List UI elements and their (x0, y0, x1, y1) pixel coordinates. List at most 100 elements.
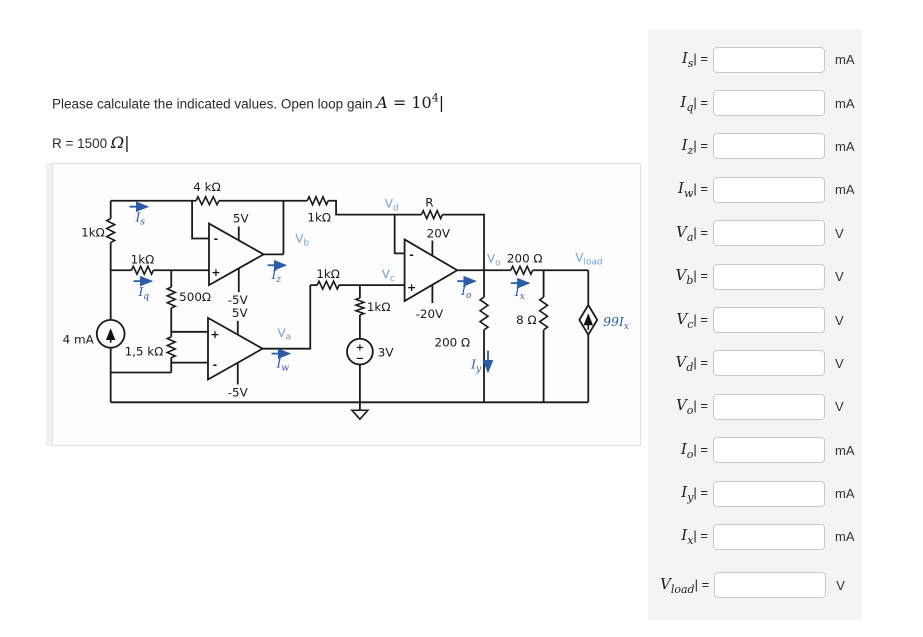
opamp3-triangle (403, 237, 459, 303)
answer-label-vload: Vload| = (660, 574, 710, 596)
label-iq: Iq (137, 284, 149, 302)
answer-label-iq: Iq| = (680, 92, 708, 114)
source-minus-sign: − (356, 354, 364, 365)
answer-row-iq: Iq| = mA (648, 81, 862, 124)
resistor-1k-left (104, 217, 117, 244)
answer-panel: Is| = mA Iq| = mA Iz| = mA Iw| = mA Va| … (648, 30, 862, 620)
answer-label-vc: Vc| = (676, 309, 708, 331)
label-vb: Vb (295, 231, 309, 248)
resistor-1k-top (306, 194, 329, 207)
opamp1-minus-sign: - (214, 232, 219, 245)
input-ix[interactable] (713, 523, 825, 550)
opamp3-plus-sign: + (407, 281, 416, 294)
open-loop-gain-formula: A = 104| (376, 92, 445, 113)
resistor-1k5 (165, 336, 178, 359)
unit-iq: mA (835, 95, 855, 111)
answer-label-iw: Iw| = (678, 179, 708, 201)
resistor-4k-feedback (195, 194, 220, 207)
answer-row-vd: Vd| = V (648, 342, 862, 385)
label-1k-3v: 1kΩ (367, 300, 391, 314)
answer-row-vo: Vo| = V (648, 385, 862, 428)
answer-row-iw: Iw| = mA (648, 168, 862, 211)
omega-symbol: Ω| (110, 133, 130, 152)
label-1k5: 1,5 kΩ (125, 345, 164, 359)
resistor-1k-iq (130, 264, 155, 277)
input-vc[interactable] (713, 307, 825, 334)
opamp2-plus-sign: + (210, 328, 219, 341)
input-iq[interactable] (713, 90, 825, 117)
label-4k: 4 kΩ (193, 180, 220, 194)
unit-vc: V (835, 312, 844, 328)
answer-row-vload: Vload| = V (648, 564, 862, 607)
answer-label-io: Io| = (680, 439, 708, 461)
resistor-200-iy (478, 296, 490, 331)
label-R: R (425, 196, 433, 210)
input-iw[interactable] (713, 176, 825, 203)
question-text: Please calculate the indicated values. O… (52, 92, 444, 112)
answer-row-vc: Vc| = V (648, 298, 862, 341)
input-vb[interactable] (713, 263, 825, 290)
unit-iw: mA (835, 182, 855, 198)
input-iz[interactable] (713, 133, 825, 160)
label-op1-5v: 5V (233, 212, 250, 226)
answer-row-va: Va| = V (648, 212, 862, 255)
label-200-series: 200 Ω (507, 251, 543, 265)
input-va[interactable] (713, 220, 825, 247)
resistor-200-series (510, 264, 534, 277)
label-8: 8 Ω (516, 313, 536, 327)
label-vload: Vload (575, 250, 602, 267)
answer-label-ix: Ix| = (681, 526, 708, 548)
input-io[interactable] (713, 437, 825, 464)
label-op2-5v: 5V (232, 306, 249, 320)
label-1k-left: 1kΩ (81, 225, 105, 239)
unit-vo: V (835, 399, 844, 415)
unit-va: V (835, 225, 844, 241)
circuit-wires (109, 199, 590, 411)
unit-iy: mA (835, 486, 855, 502)
answer-label-iz: Iz| = (681, 135, 708, 157)
input-vo[interactable] (713, 393, 825, 420)
unit-io: mA (835, 442, 855, 458)
label-iw: Iw (275, 356, 289, 374)
source-plus-sign: + (356, 343, 364, 354)
opamp2-triangle (207, 316, 265, 381)
resistor-1k-vc (316, 279, 340, 292)
label-vo: Vo (487, 251, 501, 268)
label-va: Va (277, 326, 291, 343)
input-iy[interactable] (713, 480, 825, 507)
unit-iz: mA (835, 138, 855, 154)
label-1k-vc: 1kΩ (316, 267, 340, 281)
label-iz: Iz (271, 267, 282, 285)
opamp2-minus-sign: - (213, 359, 218, 372)
answer-label-vd: Vd| = (675, 352, 708, 374)
label-1k-top: 1kΩ (307, 211, 331, 225)
answer-label-va: Va| = (676, 222, 708, 244)
resistor-R-feedback (420, 208, 444, 221)
unit-is: mA (835, 52, 855, 68)
input-vload[interactable] (714, 572, 827, 599)
label-vd: Vd (385, 197, 399, 214)
input-is[interactable] (713, 46, 825, 73)
label-op1-neg5v: -5V (228, 293, 249, 307)
label-1k-iq: 1kΩ (131, 252, 155, 266)
label-3v: 3V (378, 346, 395, 360)
label-500: 500Ω (179, 290, 211, 304)
label-200-iy: 200 Ω (435, 336, 471, 350)
current-source-4ma (95, 318, 126, 349)
label-neg20v: -20V (416, 307, 444, 321)
opamp1-plus-sign: + (211, 266, 220, 279)
resistor-500 (165, 286, 178, 309)
label-is: Is (135, 210, 146, 228)
answer-row-io: Io| = mA (648, 429, 862, 472)
label-iy: Iy (470, 357, 482, 375)
circuit-svg: - + + - - + + − 4 kΩ 1kΩ 1kΩ 500Ω 1,5 kΩ… (63, 180, 629, 421)
answer-row-iz: Iz| = mA (648, 125, 862, 168)
circuit-diagram: - + + - - + + − 4 kΩ 1kΩ 1kΩ 500Ω 1,5 kΩ… (52, 163, 641, 446)
question-line1: Please calculate the indicated values. O… (52, 96, 377, 112)
answer-label-vo: Vo| = (675, 396, 708, 418)
answer-label-vb: Vb| = (675, 266, 708, 288)
input-vd[interactable] (713, 350, 825, 377)
answer-row-is: Is| = mA (648, 38, 862, 81)
label-4ma: 4 mA (63, 333, 95, 347)
label-20v: 20V (427, 226, 451, 240)
